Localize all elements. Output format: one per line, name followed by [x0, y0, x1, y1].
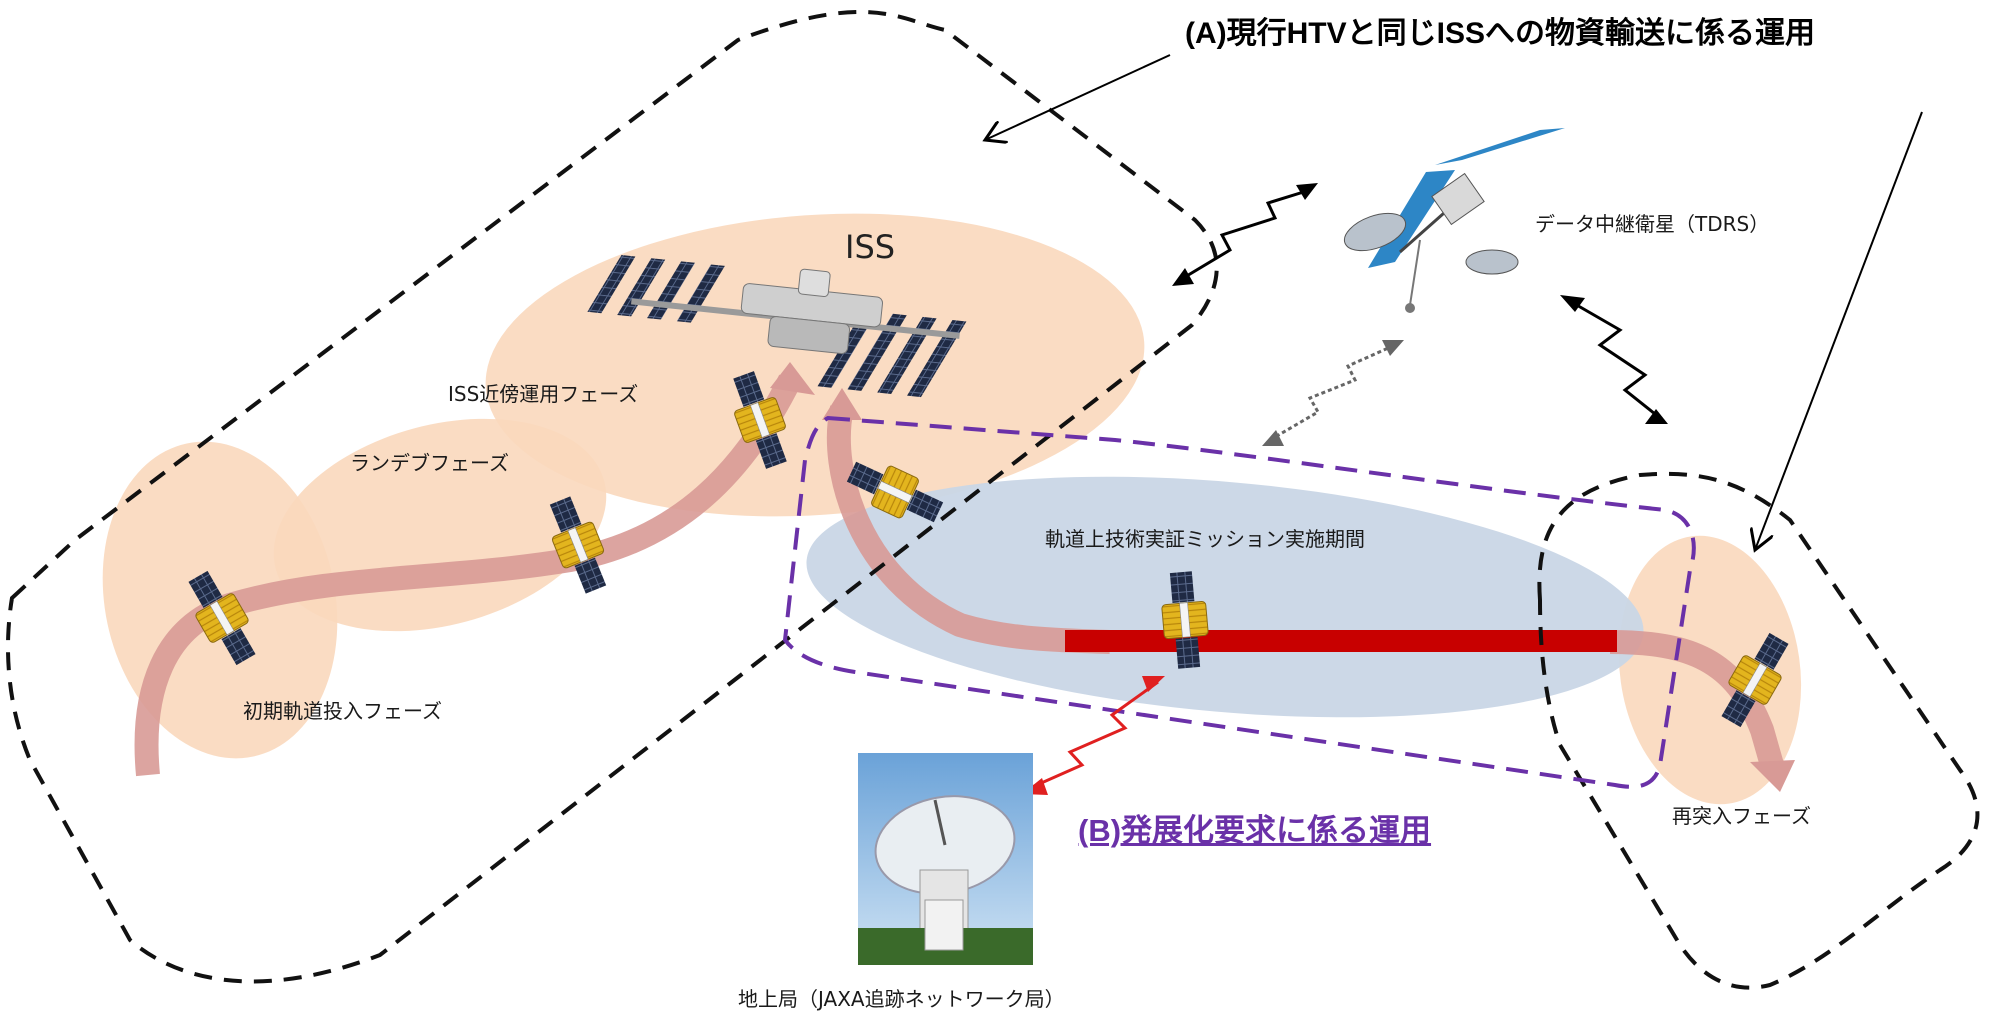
iss-proximity-phase-label: ISS近傍運用フェーズ [448, 382, 639, 406]
ops-b-label: (B)発展化要求に係る運用 [1078, 813, 1432, 848]
ground-link-head-b [1142, 676, 1165, 692]
iss-tdrs-link-head-b [1172, 268, 1194, 286]
ops-a-reentry-frame [1537, 471, 1980, 990]
tdrs-reentry-link-head-b [1645, 409, 1668, 424]
reentry-phase-label: 再突入フェーズ [1672, 804, 1811, 828]
rendezvous-phase-label: ランデブフェーズ [350, 451, 509, 475]
iss-label: ISS [845, 228, 896, 266]
tdrs-reentry-link-head-a [1560, 295, 1585, 312]
mission-period-region [806, 476, 1644, 718]
ops-a-callout-right [1755, 111, 1923, 550]
antenna-dish-icon [858, 753, 1033, 965]
departure-trajectory [827, 405, 1111, 654]
iss-proximity-phase-region [485, 213, 1145, 517]
ops-a-label: (A)現行HTVと同じISSへの物資輸送に係る運用 [1185, 17, 1815, 50]
iss-tdrs-link [1179, 188, 1311, 282]
ascent-arrowhead [770, 362, 815, 395]
ascent-trajectory [134, 374, 801, 777]
tdrs-label: データ中継衛星（TDRS） [1535, 212, 1770, 236]
ground-link [1029, 680, 1159, 790]
mission-period-label: 軌道上技術実証ミッション実施期間 [1045, 527, 1365, 551]
tdrs-reentry-link [1567, 298, 1661, 420]
mission-tdrs-link-head-a [1382, 340, 1404, 356]
ops-b-frame [782, 415, 1696, 789]
initial-orbit-phase-label: 初期軌道投入フェーズ [243, 699, 442, 723]
reentry-trajectory [1609, 630, 1784, 769]
mission-bar [1065, 630, 1617, 652]
relay-satellite-icon [1343, 128, 1565, 313]
mission-tdrs-link [1269, 343, 1396, 442]
ground-station-label: 地上局（JAXA追跡ネットワーク局） [738, 987, 1065, 1011]
space-station-icon [587, 255, 967, 398]
ops-a-callout-left [985, 54, 1171, 140]
iss-tdrs-link-head-a [1296, 183, 1318, 200]
departure-arrowhead [822, 388, 862, 420]
mission-tdrs-link-head-b [1262, 430, 1284, 446]
reentry-arrowhead [1750, 760, 1795, 792]
